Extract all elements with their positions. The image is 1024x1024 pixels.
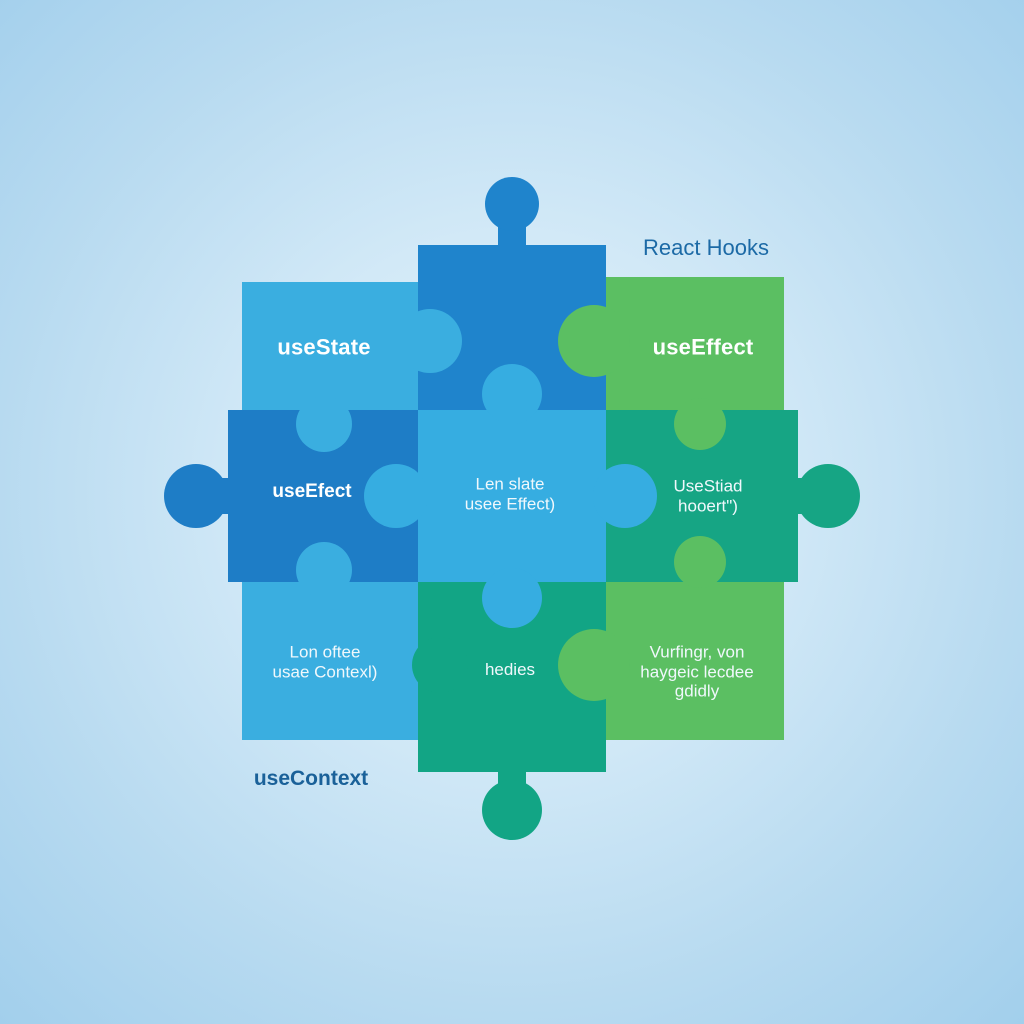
piece-text-center-line-2: usee Effect) <box>464 494 556 513</box>
piece-text-center-line-1: Len slate <box>475 474 545 494</box>
piece-top-right <box>606 277 784 412</box>
piece-text-center: Len slate usee Effect) <box>465 474 555 513</box>
piece-top-left <box>242 282 418 412</box>
piece-bottom-right <box>606 580 784 740</box>
piece-text-bottom-left-line-1: Lon oftee <box>289 642 361 662</box>
piece-top-center <box>398 177 630 413</box>
piece-label-top-left: useState <box>277 334 371 360</box>
piece-text-bottom-left: Lon oftee usae Contexl) <box>273 642 378 681</box>
piece-text-middle-right: UseStiad hooert") <box>674 476 743 515</box>
piece-label-top-right: useEffect <box>652 334 754 360</box>
piece-text-bottom-right-line-2: haygeic lecdee <box>640 662 754 682</box>
piece-text-bottom-left-line-2: usae Contexl) <box>272 662 378 681</box>
piece-text-middle-right-line-1: UseStiad <box>673 476 743 496</box>
piece-label-middle-left: useEfect <box>272 481 352 503</box>
piece-text-bottom-right-line-1: Vurfingr, von <box>649 642 745 662</box>
piece-text-middle-right-line-2: hooert") <box>678 496 738 515</box>
piece-bottom-left <box>242 582 418 740</box>
piece-label-bottom-center: hedies <box>484 660 536 680</box>
piece-text-bottom-right-line-3: gdidly <box>674 681 720 701</box>
piece-bottom-center <box>412 568 630 840</box>
diagram-title: React Hooks <box>643 235 769 260</box>
bottom-label: useContext <box>253 767 369 790</box>
piece-middle-right <box>593 398 860 588</box>
piece-text-bottom-right: Vurfingr, von haygeic lecdee gdidly <box>640 643 753 702</box>
